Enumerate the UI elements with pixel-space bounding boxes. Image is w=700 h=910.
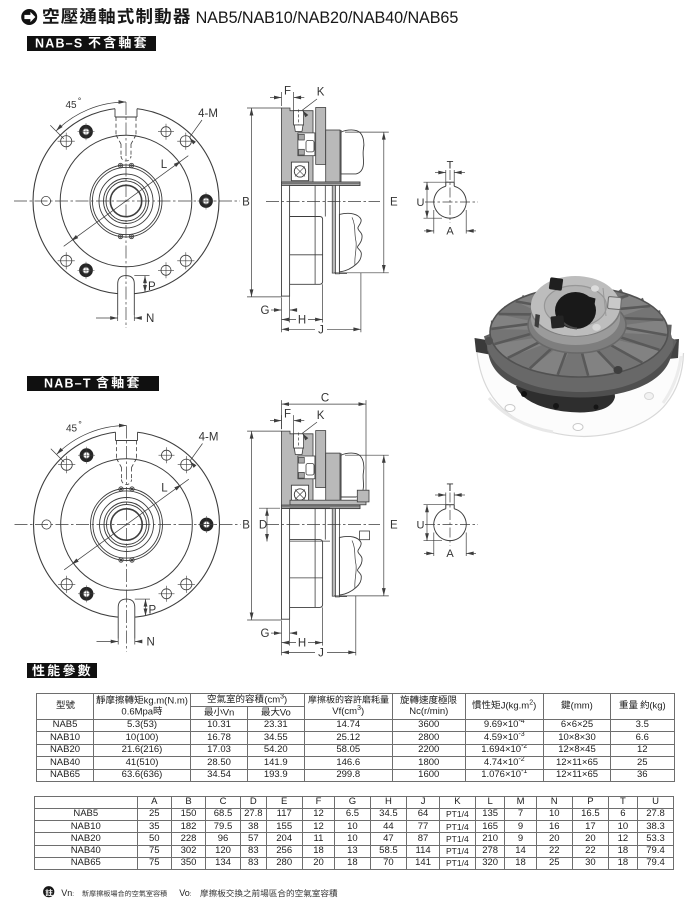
svg-text:J: J — [318, 324, 324, 336]
svg-text:B: B — [242, 520, 250, 532]
svg-text:B: B — [242, 196, 250, 208]
svg-text:N: N — [146, 313, 154, 325]
svg-text:L: L — [161, 159, 168, 171]
svg-text:H: H — [298, 315, 306, 327]
svg-text:G: G — [261, 305, 270, 317]
svg-text:K: K — [317, 410, 325, 422]
svg-text:N: N — [147, 637, 155, 649]
svg-text:F: F — [284, 409, 291, 421]
svg-text:J: J — [318, 647, 324, 659]
svg-text:U: U — [417, 197, 425, 209]
svg-text:E: E — [390, 520, 398, 532]
svg-text:D: D — [259, 520, 267, 532]
svg-text:U: U — [417, 520, 425, 532]
svg-text:4-M: 4-M — [198, 108, 218, 120]
svg-text:H: H — [298, 638, 306, 650]
svg-text:°: ° — [78, 420, 82, 430]
svg-text:45: 45 — [65, 100, 77, 111]
svg-text:T: T — [447, 160, 454, 172]
svg-text:P: P — [148, 281, 156, 293]
svg-text:E: E — [390, 196, 398, 208]
svg-text:4-M: 4-M — [199, 432, 219, 444]
svg-text:P: P — [149, 605, 157, 617]
svg-text:A: A — [446, 226, 454, 238]
svg-text:A: A — [446, 548, 454, 560]
svg-text:G: G — [261, 628, 270, 640]
svg-text:NAB5/NAB10/NAB20/NAB40/NAB65: NAB5/NAB10/NAB20/NAB40/NAB65 — [196, 9, 459, 27]
svg-text:C: C — [321, 393, 329, 405]
svg-text:°: ° — [78, 96, 82, 106]
svg-text:L: L — [161, 483, 168, 495]
svg-text:T: T — [447, 482, 454, 494]
svg-text:45: 45 — [66, 424, 78, 435]
svg-text:F: F — [284, 86, 291, 98]
svg-text:K: K — [317, 87, 325, 99]
